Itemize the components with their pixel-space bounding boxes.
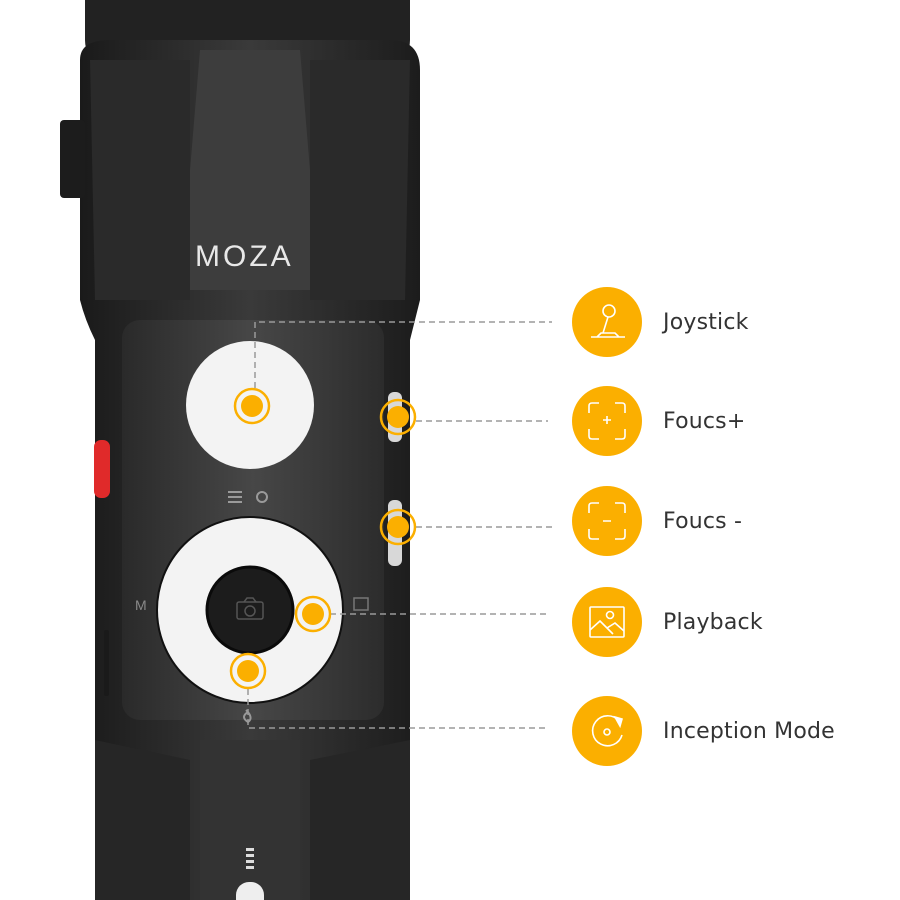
feature-label: Foucs - — [663, 508, 743, 534]
brand-logo: MOZA — [195, 240, 294, 273]
side-mount — [60, 120, 85, 198]
camera-icon — [236, 597, 264, 620]
hotspot-joystick — [233, 387, 271, 425]
joystick-leader — [254, 321, 552, 388]
hotspot-focus-plus — [379, 398, 417, 436]
feature-joystick[interactable]: Joystick — [572, 287, 892, 357]
feature-inception-mode[interactable]: Inception Mode — [572, 696, 892, 766]
shutter-button — [205, 565, 295, 655]
hotspot-playback — [294, 595, 332, 633]
joystick-icon — [572, 287, 642, 357]
playback-mark-icon — [353, 597, 369, 611]
hotspot-inception — [229, 652, 267, 690]
feature-playback[interactable]: Playback — [572, 587, 892, 657]
image-icon — [572, 587, 642, 657]
feature-focus-minus[interactable]: Foucs - — [572, 486, 892, 556]
mode-mark: M — [135, 597, 147, 613]
hotspots — [229, 387, 417, 690]
hotspot-focus-minus — [379, 508, 417, 546]
record-button — [94, 440, 110, 498]
inception-leader — [247, 689, 548, 729]
rotate-icon — [572, 696, 642, 766]
feature-focus-plus[interactable]: Foucs+ — [572, 386, 892, 456]
focus-minus-icon — [572, 486, 642, 556]
power-button — [236, 882, 264, 900]
feature-label: Playback — [663, 609, 763, 635]
focus-plus-icon — [572, 386, 642, 456]
feature-label: Inception Mode — [663, 718, 835, 744]
feature-label: Foucs+ — [663, 408, 746, 434]
feature-label: Joystick — [663, 309, 749, 335]
